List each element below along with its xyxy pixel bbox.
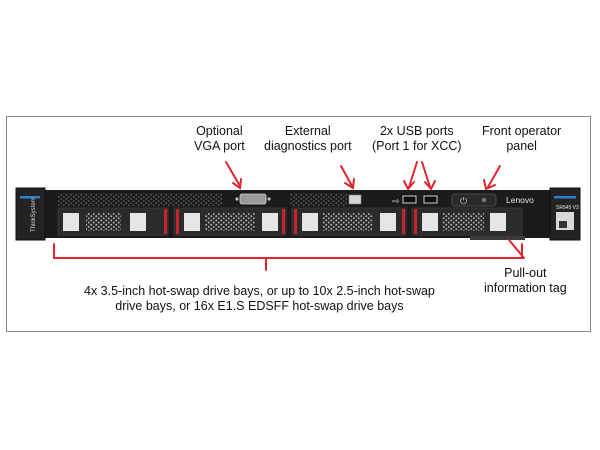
usb-icon: ⇨ xyxy=(392,197,400,207)
drive-bay xyxy=(57,207,169,236)
brand-lenovo: Lenovo xyxy=(506,195,534,205)
pull-out-tag-callout-line xyxy=(508,239,525,259)
left-ear-blue-strip xyxy=(20,196,40,199)
pull-out-tag xyxy=(470,236,525,240)
drive-bay xyxy=(411,207,523,236)
upper-vent-mid xyxy=(290,193,348,206)
usb-callout-arrowhead-2 xyxy=(424,180,436,191)
diagnostics-port xyxy=(348,194,362,205)
operator-callout-arrowhead xyxy=(483,179,496,191)
power-icon: ⏻ xyxy=(460,196,467,207)
vga-callout-line xyxy=(225,161,241,187)
usb-callout-arrowhead-1 xyxy=(403,180,415,191)
operator-callout-line xyxy=(487,165,501,188)
id-led xyxy=(481,197,487,203)
brand-thinksystem: ThinkSystem xyxy=(31,197,37,232)
model-name: SR645 V3 xyxy=(556,205,579,211)
callout-lines xyxy=(53,161,525,271)
usb-callout-line-2 xyxy=(421,161,431,188)
usb-ports-label: 2x USB ports(Port 1 for XCC) xyxy=(372,124,462,153)
usb-callout-line-1 xyxy=(408,161,418,188)
drive-bays xyxy=(57,207,523,236)
diagnostics-callout-line xyxy=(340,165,353,187)
usb-port-2 xyxy=(423,195,438,204)
vga-screw-left xyxy=(235,197,239,201)
drive-bay xyxy=(291,207,407,236)
vga-callout-arrowhead xyxy=(232,178,242,190)
right-ear-qr xyxy=(559,221,567,228)
upper-vent-left xyxy=(58,193,223,206)
diagnostics-callout-arrowhead xyxy=(344,178,355,190)
right-ear-blue-strip xyxy=(554,196,576,199)
drive-bay xyxy=(173,207,287,236)
operator-panel xyxy=(451,193,497,207)
vga-screw-right xyxy=(267,197,271,201)
usb-port-1 xyxy=(402,195,417,204)
drive-bays-label: 4x 3.5-inch hot-swap drive bays, or up t… xyxy=(84,284,435,313)
drive-bays-bracket xyxy=(53,243,523,259)
vga-port xyxy=(239,193,267,205)
